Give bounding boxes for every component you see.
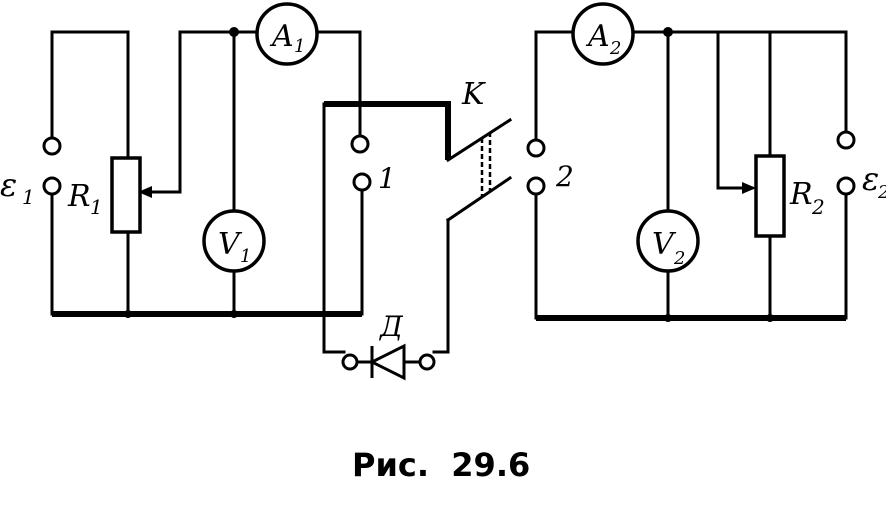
left-circuit: ε 1 R 1 A 1 V 1 1: [0, 2, 451, 354]
source-e1-terminal-top: [42, 136, 62, 156]
junction-dot: [663, 27, 673, 37]
ammeter-a2-label: A: [585, 19, 610, 54]
switch-k: K: [445, 77, 513, 223]
voltmeter-v1-subscript: 1: [240, 246, 251, 267]
source-e1-label: ε: [0, 166, 17, 204]
voltmeter-v2-subscript: 2: [673, 248, 685, 269]
rheostat-r2-label: R: [789, 177, 813, 212]
source-e1-subscript: 1: [22, 185, 35, 209]
rheostat-r2-slider: [742, 182, 756, 194]
figure-caption: Рис. 29.6: [352, 446, 530, 484]
terminal-2-bottom: [526, 176, 546, 196]
junction-dot: [664, 314, 672, 322]
source-e2-terminal-bottom: [836, 176, 856, 196]
source-e2-label: ε: [862, 160, 879, 198]
ammeter-a1: [255, 2, 319, 66]
rheostat-r2-subscript: 2: [811, 195, 825, 219]
ammeter-a2: [571, 2, 635, 66]
junction-dot: [230, 310, 238, 318]
voltmeter-v1-label: V: [218, 227, 243, 262]
rheostat-r2: [754, 154, 786, 238]
ammeter-a1-subscript: 1: [294, 36, 305, 57]
voltmeter-v2: [636, 209, 700, 273]
diode-terminal-right: [418, 353, 436, 371]
rheostat-r1-label: R: [67, 179, 91, 214]
terminal-1-label: 1: [378, 162, 396, 195]
rheostat-r1-slider: [138, 186, 152, 198]
terminal-1-bottom: [352, 172, 372, 192]
diode-terminal-left: [341, 353, 359, 371]
right-circuit: 2 A 2 V 2 R 2 ε 2: [526, 2, 886, 322]
voltmeter-v2-label: V: [652, 227, 677, 262]
diode-d: Д: [341, 310, 436, 381]
rheostat-r1: [110, 156, 142, 234]
diode-label: Д: [378, 310, 404, 343]
source-e2-subscript: 2: [877, 182, 886, 203]
source-e2-terminal-top: [836, 130, 856, 150]
terminal-2-label: 2: [555, 160, 574, 193]
switch-k-label: K: [461, 77, 486, 112]
junction-dot: [766, 314, 774, 322]
voltmeter-v1: [202, 209, 266, 273]
rheostat-r1-subscript: 1: [90, 195, 103, 219]
ammeter-a2-subscript: 2: [609, 38, 621, 59]
terminal-1-top: [350, 134, 370, 154]
junction-dot: [229, 27, 239, 37]
junction-dot: [124, 310, 132, 318]
ammeter-a1-label: A: [269, 19, 294, 54]
terminal-2-top: [526, 138, 546, 158]
source-e1-terminal-bottom: [42, 176, 62, 196]
